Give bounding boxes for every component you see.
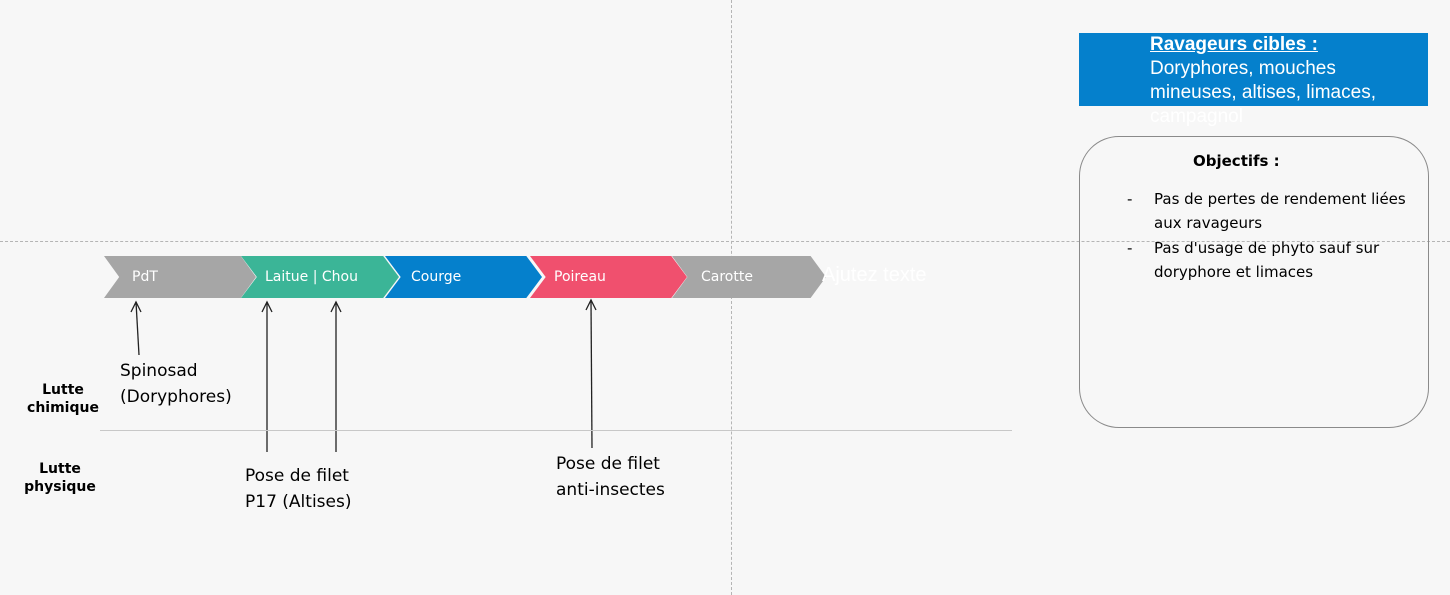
row-separator bbox=[100, 430, 1012, 431]
arrow-filet-poireau bbox=[590, 299, 593, 449]
annotation-filet-p17: Pose de filet P17 (Altises) bbox=[245, 466, 352, 512]
step-laitue-chou-label: Laitue | Chou bbox=[265, 269, 358, 285]
step-pdt-label: PdT bbox=[132, 269, 158, 285]
step-laitue-chou: Laitue | Chou bbox=[241, 256, 399, 298]
step-courge: Courge bbox=[385, 256, 542, 298]
annotation-filet-anti-insectes: Pose de filet anti-insectes bbox=[556, 454, 665, 500]
objectives-title: Objectifs : bbox=[1193, 152, 1280, 170]
placeholder-text[interactable]: Ajutez texte bbox=[822, 264, 927, 286]
row-label-chemical: Lutte chimique bbox=[27, 382, 99, 416]
pests-title: Ravageurs cibles : bbox=[1150, 34, 1318, 55]
horizontal-guide-line bbox=[0, 241, 1450, 242]
step-courge-label: Courge bbox=[411, 269, 462, 285]
step-carotte: Carotte bbox=[672, 256, 826, 298]
pests-list: Doryphores, mouches mineuses, altises, l… bbox=[1150, 58, 1376, 127]
pests-box: Ravageurs cibles : Doryphores, mouches m… bbox=[1079, 33, 1428, 127]
step-poireau: Poireau bbox=[530, 256, 687, 298]
step-carotte-label: Carotte bbox=[701, 269, 753, 285]
annotation-spinosad: Spinosad (Doryphores) bbox=[120, 361, 232, 407]
row-label-physical: Lutte physique bbox=[24, 461, 96, 495]
arrow-spinosad bbox=[135, 301, 140, 356]
objectives-box bbox=[1079, 136, 1429, 428]
step-pdt: PdT bbox=[104, 256, 256, 298]
step-poireau-label: Poireau bbox=[554, 269, 606, 285]
